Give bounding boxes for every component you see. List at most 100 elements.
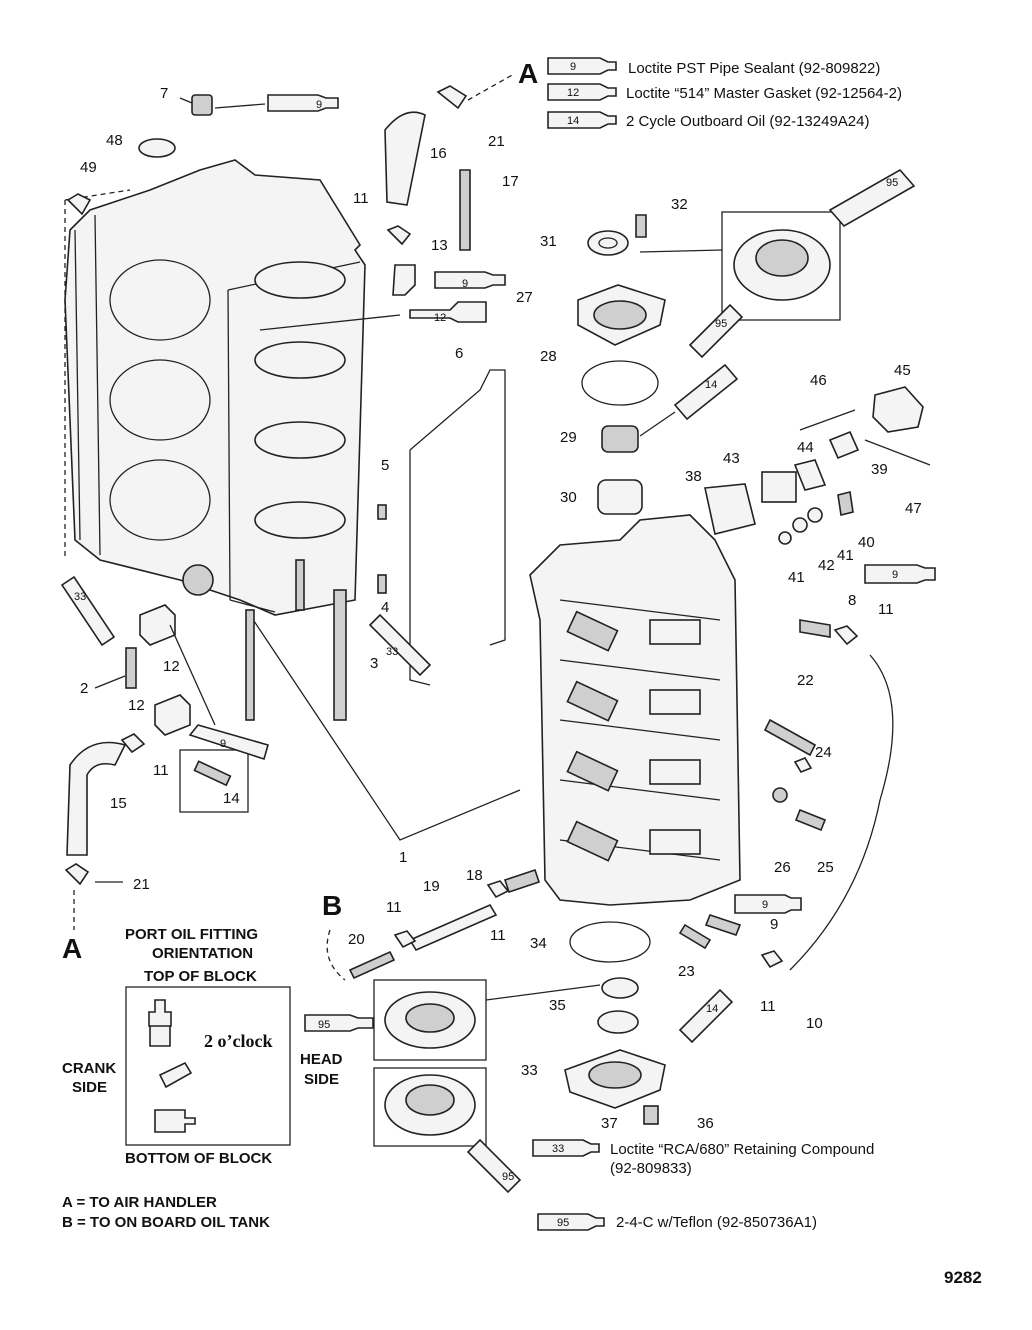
part-11-clamp-right [833, 625, 859, 646]
part-3-stud [333, 589, 347, 721]
callout-14: 14 [223, 790, 240, 807]
callout-25: 25 [817, 859, 834, 876]
cylinder-block-left [64, 159, 366, 616]
part-39-part [828, 430, 860, 460]
callout-11-lower: 11 [490, 927, 506, 944]
callout-26: 26 [774, 859, 791, 876]
tube-95-bottom: 95 [466, 1138, 522, 1194]
part-stud-c [245, 609, 255, 721]
callout-37: 37 [601, 1115, 618, 1132]
svg-text:9: 9 [762, 899, 768, 911]
legend-text-14: 2 Cycle Outboard Oil (92-13249A24) [626, 113, 869, 130]
orientation-panel: PORT OIL FITTING ORIENTATION TOP OF BLOC… [62, 926, 343, 1167]
svg-text:95: 95 [318, 1019, 330, 1031]
part-21-clamp-bottom [64, 863, 90, 886]
part-49-clip [66, 193, 92, 216]
svg-text:12: 12 [567, 87, 579, 99]
callout-32: 32 [671, 196, 688, 213]
callout-38: 38 [685, 468, 702, 485]
part-32-screw [635, 214, 647, 238]
legend: A 9 Loctite PST Pipe Sealant (92-809822)… [467, 57, 902, 130]
callout-42: 42 [818, 557, 835, 574]
legend-tube-9: 9 [547, 57, 617, 75]
part-20-fitting [348, 950, 396, 980]
callout-20: 20 [348, 931, 365, 948]
svg-text:9: 9 [570, 61, 576, 73]
legend-text-95: 2-4-C w/Teflon (92-850736A1) [616, 1214, 817, 1231]
part-4-pin [377, 574, 387, 594]
svg-text:33: 33 [552, 1143, 564, 1155]
part-stud-b [295, 559, 305, 611]
part-17-spring [459, 169, 471, 251]
part-13-fitting [392, 264, 416, 296]
part-26-nut [772, 787, 788, 803]
fitting-top-position [148, 999, 172, 1047]
orientation-top-label: TOP OF BLOCK [144, 968, 257, 985]
tube-12-mid: 12 [409, 301, 487, 324]
note-a: A = TO AIR HANDLER [62, 1194, 217, 1211]
callout-11-right: 11 [878, 601, 894, 618]
part-28-oring [581, 360, 659, 406]
callout-45: 45 [894, 362, 911, 379]
callout-41-b: 41 [788, 569, 805, 586]
callout-1: 1 [399, 849, 407, 866]
part-12-fitting-upper [139, 604, 176, 646]
orientation-box [125, 986, 291, 1146]
part-29-bearing [601, 425, 639, 453]
fitting-bottom-position [154, 1109, 196, 1133]
callout-2: 2 [80, 680, 88, 697]
callout-15: 15 [110, 795, 127, 812]
tube-9-left: 9 [188, 724, 269, 761]
part-38-gasket [704, 483, 756, 535]
callout-44: 44 [797, 439, 814, 456]
orientation-clock-label: 2 o’clock [204, 1031, 272, 1051]
part-12-fitting-lower [154, 694, 191, 736]
head-side-label-2: SIDE [304, 1071, 339, 1088]
callout-10: 10 [806, 1015, 823, 1032]
crankcase-cover-right [529, 514, 741, 906]
detail-box-seal [639, 211, 841, 321]
part-33-housing [564, 1049, 666, 1109]
part-2-stud [125, 647, 137, 689]
callout-30: 30 [560, 489, 577, 506]
legend-text-9: Loctite PST Pipe Sealant (92-809822) [628, 60, 880, 77]
callout-40: 40 [858, 534, 875, 551]
part-plug-7: 9 [179, 94, 339, 116]
svg-text:95: 95 [502, 1171, 514, 1183]
legend-tube-95: 95 [537, 1213, 605, 1231]
svg-text:95: 95 [557, 1217, 569, 1229]
svg-text:9: 9 [462, 278, 468, 290]
callout-4: 4 [381, 599, 389, 616]
detail-box-seal-lower [373, 1067, 487, 1147]
part-25-bolt [794, 808, 827, 832]
part-45-sensor [872, 386, 924, 433]
tube-95-mid: 95 [688, 303, 744, 359]
callout-17: 17 [502, 173, 519, 190]
part-11-clamp-top [386, 225, 412, 246]
callout-28: 28 [540, 348, 557, 365]
callout-6: 6 [455, 345, 463, 362]
part-6-line [409, 369, 506, 686]
part-18-fitting [503, 868, 541, 894]
legend-tube-14: 14 [547, 111, 617, 129]
part-34-oring [569, 921, 651, 963]
ref-letter-b: B [322, 890, 342, 921]
part-19-hose [408, 903, 498, 952]
part-10-hose [789, 654, 894, 971]
svg-text:14: 14 [567, 115, 579, 127]
callout-41-a: 41 [837, 547, 854, 564]
legend-text-33-part: (92-809833) [610, 1160, 692, 1177]
callout-11-top: 11 [353, 190, 369, 207]
callout-23: 23 [678, 963, 695, 980]
callout-39: 39 [871, 461, 888, 478]
part-43-cover [761, 471, 797, 503]
callout-19: 19 [423, 878, 440, 895]
callouts: 1 2 3 4 5 6 7 8 9 10 11 11 11 11 11 11 1… [80, 85, 922, 1132]
tube-9-lower: 9 [734, 894, 802, 914]
crank-side-label-1: CRANK [62, 1060, 116, 1077]
tube-14-mid: 14 [673, 363, 739, 421]
callout-9: 9 [770, 916, 778, 933]
orientation-bottom-label: BOTTOM OF BLOCK [125, 1150, 272, 1167]
callout-3: 3 [370, 655, 378, 672]
